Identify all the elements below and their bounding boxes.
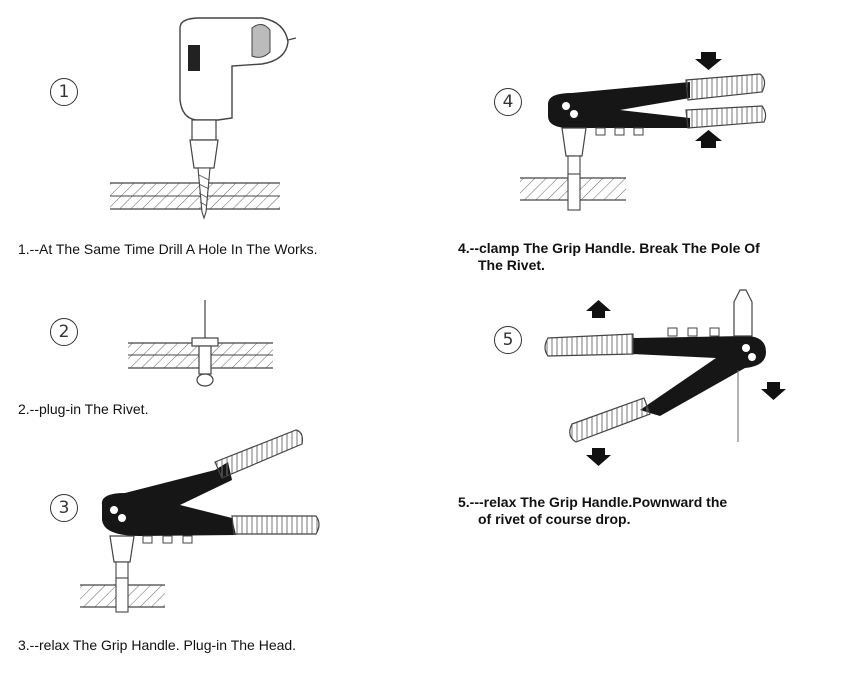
drill-chuck [191,119,217,141]
step-4-number: 4 [494,88,522,116]
riveter-open-illustration [80,429,320,613]
drill-illustration [110,17,297,220]
drill-bit [197,167,211,220]
riveter-clamped-illustration [520,52,767,211]
arrow-up-5 [586,300,611,318]
step-1-caption: 1.--At The Same Time Drill A Hole In The… [18,241,318,257]
arrow-down-left-5 [586,448,611,466]
step-3-number: 3 [50,494,78,522]
rivet-head [191,337,219,347]
step-2-number: 2 [50,318,78,346]
lower-grip-3 [231,515,320,535]
riveter-head-4 [548,82,690,128]
step-4-caption: 4.--clamp The Grip Handle. Break The Pol… [458,240,760,274]
nozzle-4 [561,127,587,157]
arrow-up-4 [695,130,722,148]
step-5-number: 5 [494,326,522,354]
drill-trigger [188,45,200,71]
arrow-down-4 [695,52,722,70]
step-5-caption-line1: 5.---relax The Grip Handle.Pownward the [458,494,728,510]
riveter-head-5 [632,336,766,416]
lower-grip-4 [685,105,767,129]
step-3-caption: 3.--relax The Grip Handle. Plug-in The H… [18,637,297,653]
upper-grip-3 [214,429,303,479]
nozzle-3 [109,535,135,563]
rivet-illustration [128,300,273,387]
step-5-caption-line2: of rivet of course drop. [478,511,631,527]
step-4-caption-line1: 4.--clamp The Grip Handle. Break The Pol… [458,240,760,256]
step-5-caption: 5.---relax The Grip Handle.Pownward the … [458,494,727,528]
step-4-caption-line2: The Rivet. [478,257,545,273]
step-2-caption: 2.--plug-in The Rivet. [18,401,149,417]
step-1-number: 1 [50,78,78,106]
riveter-released-illustration [544,289,786,466]
upper-grip-5 [544,333,634,357]
upper-grip-4 [685,73,766,101]
riveter-head-3 [101,462,236,536]
arrow-down-right-5 [761,382,786,400]
lower-grip-5 [569,397,651,443]
nozzle-5 [733,289,753,337]
